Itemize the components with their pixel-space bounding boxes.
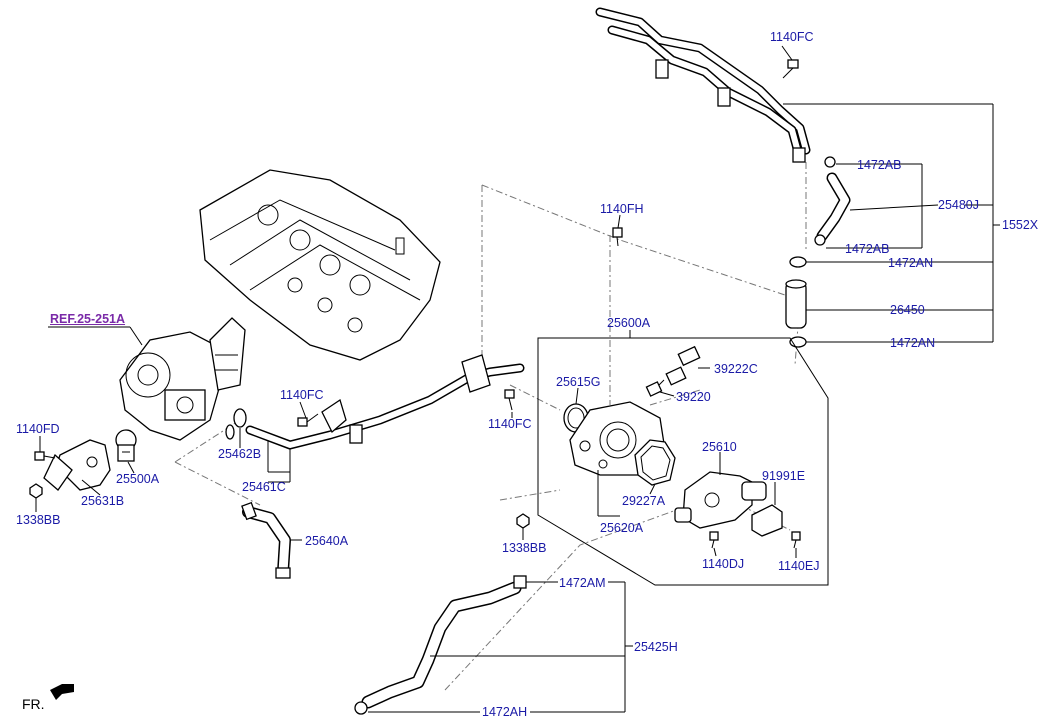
part-label-1140fc[interactable]: 1140FC [280,388,324,402]
part-label-1472ah[interactable]: 1472AH [482,705,528,719]
bolt-icon [504,389,515,411]
thermostat [115,429,137,462]
nut-icon [29,483,43,499]
coolant-outlet [674,471,767,529]
upper-coolant-pipe [595,7,811,163]
cylinder-head [199,169,441,361]
part-label-1140fc[interactable]: 1140FC [770,30,814,44]
bolt-icon [782,59,799,79]
sensor-connector [651,345,701,393]
bolt-icon [34,451,56,461]
clamp-icon [789,256,807,268]
lower-hose [354,575,527,715]
reference-link[interactable]: REF.25-251A [50,312,126,326]
small-hose [816,172,851,242]
part-label-1472ab[interactable]: 1472AB [857,158,902,172]
clamp-icon [814,234,826,246]
leader-lines [35,45,1000,713]
part-label-25640a[interactable]: 25640A [305,534,349,548]
part-label-1140fc[interactable]: 1140FC [488,417,532,431]
part-label-26450[interactable]: 26450 [890,303,925,317]
o-ring-icon [233,408,247,428]
straight-hose [785,281,807,329]
assembly-outline [537,337,829,586]
part-label-1140dj[interactable]: 1140DJ [702,557,745,571]
bolt-icon [709,531,719,549]
part-label-25615g[interactable]: 25615G [556,375,601,389]
part-label-1338bb[interactable]: 1338BB [502,541,547,555]
part-label-25600a[interactable]: 25600A [607,316,651,330]
coolant-pipe [245,354,525,450]
curved-hose [241,501,291,579]
o-ring-icon [225,424,235,440]
part-label-25425h[interactable]: 25425H [634,640,678,654]
part-label-39220[interactable]: 39220 [676,390,711,404]
nut-icon [516,513,530,529]
part-label-25500a[interactable]: 25500A [116,472,160,486]
front-label: FR. [22,696,45,712]
part-label-25610[interactable]: 25610 [702,440,737,454]
temperature-sensor [645,381,663,397]
part-label-39222c[interactable]: 39222C [714,362,758,376]
bolt-icon [297,413,319,427]
part-label-1140fd[interactable]: 1140FD [16,422,60,436]
part-label-91991e[interactable]: 91991E [762,469,806,483]
bolt-icon [791,531,801,549]
part-label-25631b[interactable]: 25631B [81,494,125,508]
part-label-1472am[interactable]: 1472AM [559,576,606,590]
thermostat-housing [43,439,111,491]
part-label-1472ab[interactable]: 1472AB [845,242,890,256]
bracket-icon [751,504,783,537]
part-label-29227a[interactable]: 29227A [622,494,666,508]
part-label-1472an[interactable]: 1472AN [890,336,936,350]
part-label-25480j[interactable]: 25480J [938,198,980,212]
part-label-1472an[interactable]: 1472AN [888,256,934,270]
part-label-25462b[interactable]: 25462B [218,447,262,461]
part-label-25620a[interactable]: 25620A [600,521,644,535]
clamp-icon [824,156,836,168]
part-label-1140ej[interactable]: 1140EJ [778,559,820,573]
part-label-25461c[interactable]: 25461C [242,480,286,494]
part-label-1140fh[interactable]: 1140FH [600,202,644,216]
bolt-icon [612,227,623,247]
water-pump [119,317,246,441]
part-label-1552x[interactable]: 1552X [1002,218,1039,232]
part-label-1338bb[interactable]: 1338BB [16,513,61,527]
front-arrow-icon [50,684,74,700]
